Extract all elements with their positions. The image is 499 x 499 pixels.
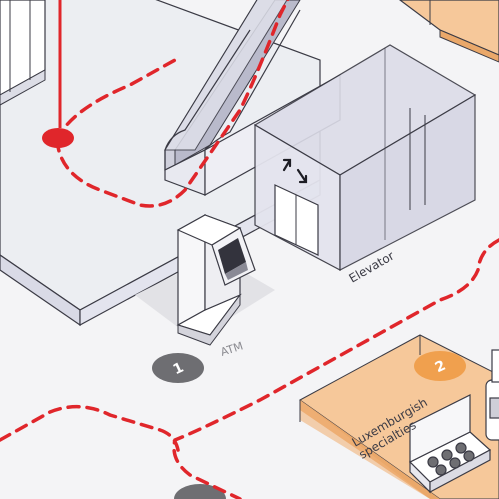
elevator xyxy=(253,44,477,271)
next-marker-badge xyxy=(174,484,226,499)
shop-marker-badge: 2 xyxy=(414,351,466,381)
bottle-icon xyxy=(485,349,499,441)
atm-marker-badge: 1 xyxy=(152,353,204,383)
shop-corner-top-right xyxy=(399,0,499,63)
elevator-arrows-icon xyxy=(282,158,308,184)
route-segment-upper xyxy=(55,0,290,208)
route-start-point xyxy=(42,128,74,148)
route-segment-left xyxy=(0,405,180,452)
gift-box-icon xyxy=(408,394,492,494)
atm xyxy=(135,213,275,346)
storefront xyxy=(0,0,46,106)
route-segment-middle xyxy=(172,238,499,499)
